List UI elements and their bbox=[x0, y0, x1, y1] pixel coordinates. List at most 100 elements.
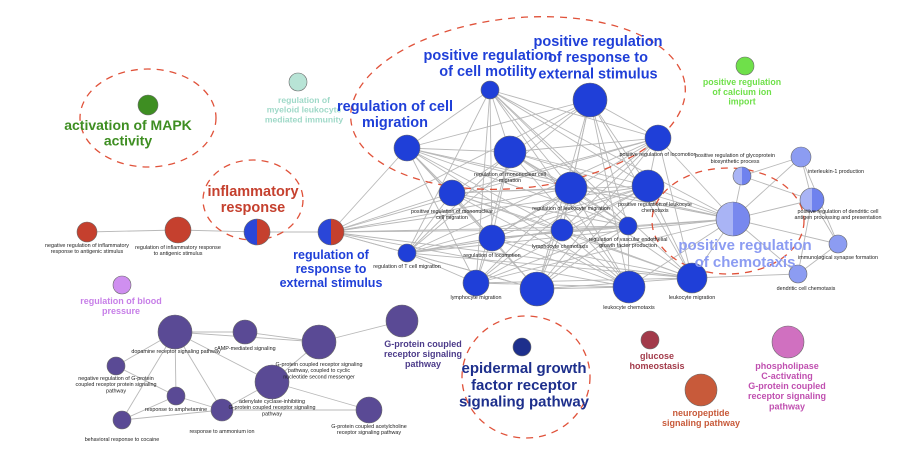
node-adenylate[interactable] bbox=[254, 364, 290, 400]
node-mono_mig[interactable] bbox=[493, 135, 527, 169]
edge-reg_locomotion-leuk_migration bbox=[491, 237, 693, 279]
node-pos_leuk_chem[interactable] bbox=[631, 169, 665, 203]
node-regext[interactable] bbox=[317, 218, 345, 246]
node-acetylcholine[interactable] bbox=[355, 396, 383, 424]
egfr-group-outline bbox=[461, 315, 591, 439]
edge-pos_mono_mig-pos_leuk_chem bbox=[451, 185, 649, 194]
node-label-leuk_migration: leukocyte migration bbox=[669, 295, 715, 301]
edge-dendritic_chem-leuk_migration bbox=[691, 273, 799, 279]
node-dendritic_chem[interactable] bbox=[788, 264, 808, 284]
edge-external-vegf bbox=[589, 99, 629, 227]
node-il1[interactable] bbox=[790, 146, 812, 168]
edge-amphetamine-cocaine bbox=[121, 395, 177, 421]
edge-vegf-chemotaxis_pos bbox=[627, 218, 734, 227]
node-label-leuk_chemotaxis: leukocyte chemotaxis bbox=[603, 305, 655, 311]
edge-glyco-il1 bbox=[741, 156, 802, 177]
node-neg_inflam[interactable] bbox=[76, 221, 98, 243]
node-camp[interactable] bbox=[232, 319, 258, 345]
node-label-dendritic_chem: dendritic cell chemotaxis bbox=[777, 286, 836, 292]
edge-motility-leuk_migration bbox=[489, 89, 693, 279]
node-gpcr[interactable] bbox=[385, 304, 419, 338]
edge-motility-tcell_mig bbox=[406, 89, 491, 254]
node-glucose[interactable] bbox=[640, 330, 660, 350]
edge-migration-vegf bbox=[406, 147, 629, 227]
node-lymph_mig[interactable] bbox=[462, 269, 490, 297]
mapk-group-outline bbox=[79, 68, 217, 168]
edge-pos_leuk_chem-chemotaxis bbox=[536, 185, 649, 290]
edge-pos_leuk_chem-reg_locomotion bbox=[491, 185, 649, 239]
node-glyco[interactable] bbox=[732, 166, 752, 186]
node-label-locomotion_pos: positive regulation of locomotion bbox=[619, 152, 696, 158]
node-myeloid[interactable] bbox=[288, 72, 308, 92]
node-cocaine[interactable] bbox=[112, 410, 132, 430]
node-lymph_chem[interactable] bbox=[550, 218, 574, 242]
node-tcell_mig[interactable] bbox=[397, 243, 417, 263]
node-gpcr_cyclic[interactable] bbox=[301, 324, 337, 360]
node-synapse[interactable] bbox=[828, 234, 848, 254]
edge-pos_leuk_chem-regext bbox=[330, 185, 649, 233]
edge-lymph_chem-leuk_migration bbox=[561, 229, 693, 279]
node-inflammatory[interactable] bbox=[243, 218, 271, 246]
node-motility[interactable] bbox=[480, 80, 500, 100]
edge-pos_mono_mig-regext bbox=[330, 192, 453, 233]
edge-mono_mig-chemotaxis_pos bbox=[509, 151, 734, 220]
edge-motility-reg_locomotion bbox=[489, 89, 493, 239]
edge-reg_locomotion-leuk_chemotaxis bbox=[491, 237, 630, 288]
edge-migration-leuk_chemotaxis bbox=[406, 147, 630, 288]
edge-locomotion_pos-chemotaxis bbox=[536, 137, 659, 290]
node-calcium[interactable] bbox=[735, 56, 755, 76]
node-leuk_migration[interactable] bbox=[676, 262, 708, 294]
node-mapk[interactable] bbox=[137, 94, 159, 116]
node-chemotaxis[interactable] bbox=[519, 271, 555, 307]
edge-migration-chemotaxis bbox=[406, 147, 538, 290]
node-vegf[interactable] bbox=[618, 216, 638, 236]
node-phospholipase[interactable] bbox=[771, 325, 805, 359]
edge-neg_inflam-reg_inflam bbox=[86, 229, 179, 233]
label-layer: positive regulation of locomotion regulat… bbox=[45, 34, 881, 443]
edge-tcell_mig-leuk_migration bbox=[406, 252, 693, 279]
node-blood[interactable] bbox=[112, 275, 132, 295]
node-ammonium[interactable] bbox=[210, 398, 234, 422]
edge-migration-lymph_mig bbox=[406, 147, 477, 284]
node-chemotaxis_pos[interactable] bbox=[715, 201, 751, 237]
edge-mono_mig-leuk_migration bbox=[509, 151, 693, 279]
edge-migration-lymph_chem bbox=[406, 147, 563, 231]
edge-vegf-lymph_mig bbox=[475, 225, 629, 284]
node-reg_inflam[interactable] bbox=[164, 216, 192, 244]
edge-motility-locomotion_pos bbox=[489, 89, 659, 139]
edge-neg_gprot-amphetamine bbox=[115, 365, 177, 397]
node-amphetamine[interactable] bbox=[166, 386, 186, 406]
node-neuropeptide[interactable] bbox=[684, 373, 718, 407]
node-locomotion_pos[interactable] bbox=[644, 124, 672, 152]
node-migration[interactable] bbox=[393, 134, 421, 162]
node-label-reg_locomotion: regulation of locomotion bbox=[463, 253, 520, 259]
node-reg_locomotion[interactable] bbox=[478, 224, 506, 252]
node-dopamine[interactable] bbox=[157, 314, 193, 350]
edge-pos_leuk_chem-leuk_migration bbox=[647, 185, 693, 279]
edge-locomotion_pos-chemotaxis_pos bbox=[657, 137, 734, 220]
node-external[interactable] bbox=[572, 82, 608, 118]
edge-mono_mig-leuk_chemotaxis bbox=[509, 151, 630, 288]
edge-motility-vegf bbox=[489, 89, 629, 227]
edge-migration-mono_mig bbox=[406, 147, 511, 153]
node-neg_gprot[interactable] bbox=[106, 356, 126, 376]
node-egfr[interactable] bbox=[512, 337, 532, 357]
node-leuk_chemotaxis[interactable] bbox=[612, 270, 646, 304]
edge-dendritic_reg-dendritic_chem bbox=[797, 199, 813, 275]
node-dendritic_reg[interactable] bbox=[799, 187, 825, 213]
node-leuk_mig[interactable] bbox=[554, 171, 588, 205]
node-pos_mono_mig[interactable] bbox=[438, 179, 466, 207]
edge-vegf-regext bbox=[330, 225, 629, 233]
edge-locomotion_pos-mono_mig bbox=[509, 137, 659, 153]
